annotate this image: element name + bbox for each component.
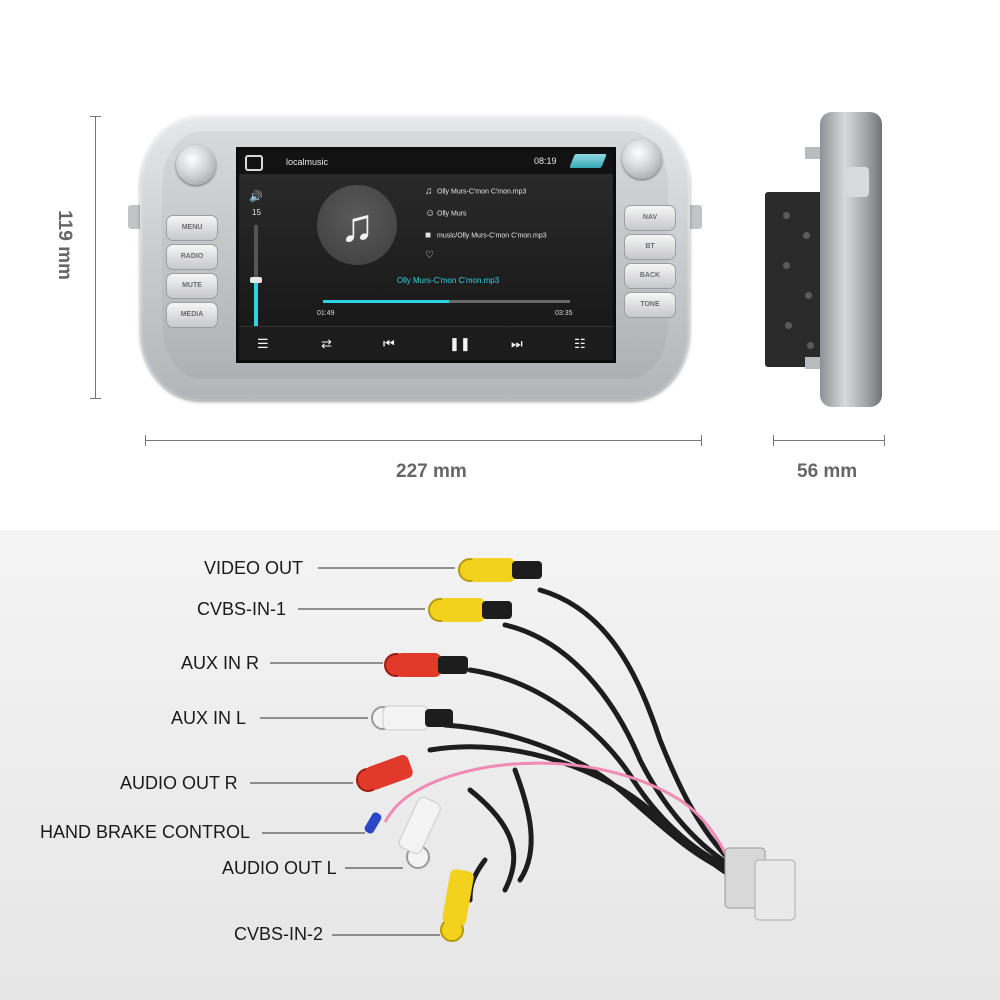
- label-cvbs-in-2: CVBS-IN-2: [234, 924, 324, 944]
- height-dimension-line: [90, 116, 101, 399]
- music-note-icon: ♫: [317, 185, 397, 265]
- cage-hole: [807, 342, 814, 349]
- pink-wire: [417, 761, 737, 876]
- cable: [512, 767, 534, 883]
- list-icon[interactable]: ☰: [257, 336, 269, 351]
- artist-row: ☺Olly Murs: [425, 208, 467, 219]
- label-audio-out-r: AUDIO OUT R: [120, 773, 238, 793]
- tune-knob[interactable]: [622, 139, 662, 179]
- heart-icon[interactable]: ♡: [425, 250, 434, 261]
- height-label: 119 mm: [54, 210, 75, 280]
- cvbs-in-1-plug: [428, 598, 512, 622]
- track-file: Olly Murs-C'mon C'mon.mp3: [437, 188, 527, 196]
- mounting-ear: [686, 205, 702, 229]
- aux-in-r-plug: [384, 653, 468, 677]
- app-title: localmusic: [286, 157, 329, 167]
- cage-hole: [783, 262, 790, 269]
- label-cvbs-in-1: CVBS-IN-1: [197, 599, 287, 619]
- radio-button[interactable]: RADIO: [166, 244, 218, 270]
- pink-wire: [383, 788, 419, 823]
- previous-icon[interactable]: ⏮: [383, 336, 395, 351]
- track-path: music/Olly Murs-C'mon C'mon.mp3: [437, 232, 547, 240]
- side-panel: [820, 112, 882, 407]
- volume-slider-thumb[interactable]: [250, 277, 262, 283]
- mute-button[interactable]: MUTE: [166, 273, 218, 299]
- label-aux-in-r: AUX IN R: [181, 653, 260, 673]
- depth-dimension-line: [773, 435, 885, 446]
- favorite-row: ♡: [425, 250, 437, 261]
- head-unit-side-view: [765, 112, 890, 412]
- cable-diagram-section: VIDEO OUT CVBS-IN-1 AUX IN R AUX IN L AU…: [0, 530, 1000, 1000]
- aux-in-l-plug: [371, 705, 453, 731]
- volume-slider-fill: [254, 280, 258, 335]
- artist-name: Olly Murs: [437, 210, 467, 218]
- leader-lines: [250, 567, 455, 936]
- now-playing-title: Olly Murs-C'mon C'mon.mp3: [397, 276, 500, 285]
- cable: [427, 744, 733, 878]
- multi-pin-connector: [724, 847, 796, 921]
- rca-plugs: [356, 558, 542, 942]
- video-out-plug: [458, 558, 542, 582]
- back-icon[interactable]: [569, 154, 607, 168]
- person-icon: ☺: [425, 208, 436, 219]
- playback-controls: ☰ ⇄ ⏮ ❚❚ ⏭ ☷: [239, 326, 613, 360]
- cable: [502, 622, 733, 868]
- clock: 08:19: [534, 156, 557, 166]
- cage-hole: [803, 232, 810, 239]
- status-bar: localmusic 08:19: [239, 150, 613, 174]
- audio-out-l-plug: [398, 796, 441, 869]
- tone-button[interactable]: TONE: [624, 292, 676, 318]
- cage-hole: [785, 322, 792, 329]
- hand-brake-tip: [364, 812, 382, 834]
- depth-label: 56 mm: [797, 461, 858, 482]
- bt-button[interactable]: BT: [624, 234, 676, 260]
- cvbs-in-2-plug: [440, 869, 474, 942]
- black-cables: [427, 587, 733, 903]
- nav-button[interactable]: NAV: [624, 205, 676, 231]
- width-label: 227 mm: [396, 461, 467, 482]
- media-button[interactable]: MEDIA: [166, 302, 218, 328]
- menu-button[interactable]: MENU: [166, 215, 218, 241]
- folder-icon: ■: [425, 230, 432, 241]
- label-hand-brake-control: HAND BRAKE CONTROL: [40, 822, 251, 842]
- rca-cable-harness: [250, 558, 796, 942]
- elapsed-time: 01:49: [317, 310, 335, 317]
- progress-bar-fill: [323, 300, 449, 303]
- path-row: ■ music/Olly Murs-C'mon C'mon.mp3: [425, 230, 547, 241]
- volume-value: 15: [252, 208, 261, 217]
- side-knob: [847, 167, 869, 197]
- cable: [467, 787, 517, 893]
- volume-knob[interactable]: [176, 145, 216, 185]
- label-audio-out-l: AUDIO OUT L: [222, 858, 337, 878]
- cage-hole: [783, 212, 790, 219]
- progress-bar[interactable]: [323, 300, 570, 303]
- harness-plug: [754, 859, 796, 921]
- audio-out-r-plug: [356, 755, 413, 792]
- total-time: 03:35: [555, 310, 573, 317]
- pause-icon[interactable]: ❚❚: [449, 336, 471, 351]
- back-button[interactable]: BACK: [624, 263, 676, 289]
- equalizer-icon[interactable]: ☷: [574, 336, 586, 351]
- width-dimension-line: [145, 435, 702, 446]
- home-icon[interactable]: [245, 155, 263, 171]
- cage-hole: [805, 292, 812, 299]
- shuffle-icon[interactable]: ⇄: [321, 336, 332, 351]
- label-aux-in-l: AUX IN L: [171, 708, 247, 728]
- next-icon[interactable]: ⏭: [511, 336, 523, 351]
- track-file-row: ♫ Olly Murs-C'mon C'mon.mp3: [425, 186, 526, 197]
- music-note-icon: ♫: [425, 186, 433, 197]
- cable: [537, 587, 733, 863]
- touch-screen: localmusic 08:19 🔊 15 ♫ ♫ Olly Murs-C'mon…: [236, 147, 616, 363]
- volume-icon: 🔊: [249, 191, 263, 203]
- label-video-out: VIDEO OUT: [204, 558, 304, 578]
- product-dimensions-section: 119 mm 227 mm 56 mm MENU RADIO MUTE MEDI…: [54, 112, 890, 482]
- head-unit-front: MENU RADIO MUTE MEDIA NAV BT BACK TONE l…: [128, 115, 702, 400]
